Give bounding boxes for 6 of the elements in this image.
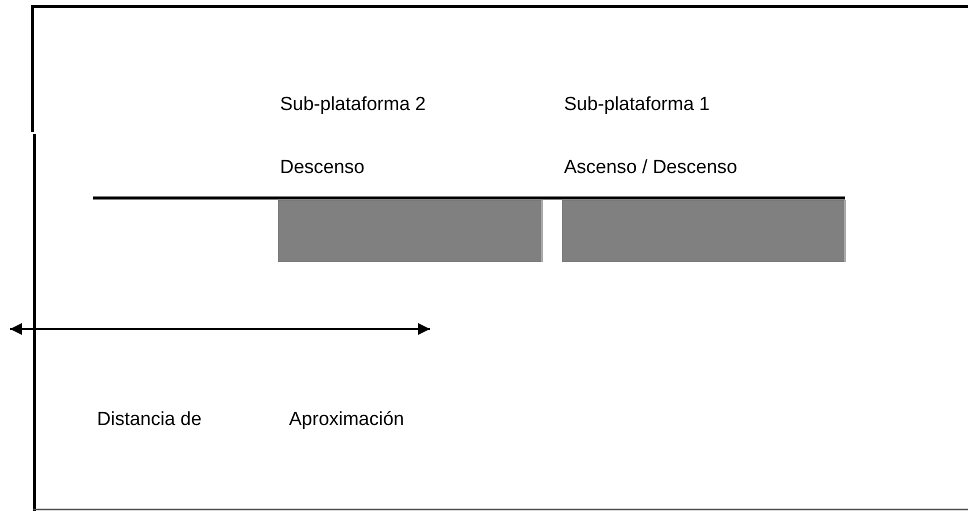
sub-platform-title: Sub-plataforma 1 <box>564 94 710 116</box>
distance-label: Distancia de <box>97 409 202 431</box>
sub-platform-title: Sub-plataforma 2 <box>280 94 426 116</box>
motion-label: Descenso <box>280 157 364 179</box>
motion-label: Ascenso / Descenso <box>564 157 738 179</box>
distance-label: Aproximación <box>289 409 404 431</box>
